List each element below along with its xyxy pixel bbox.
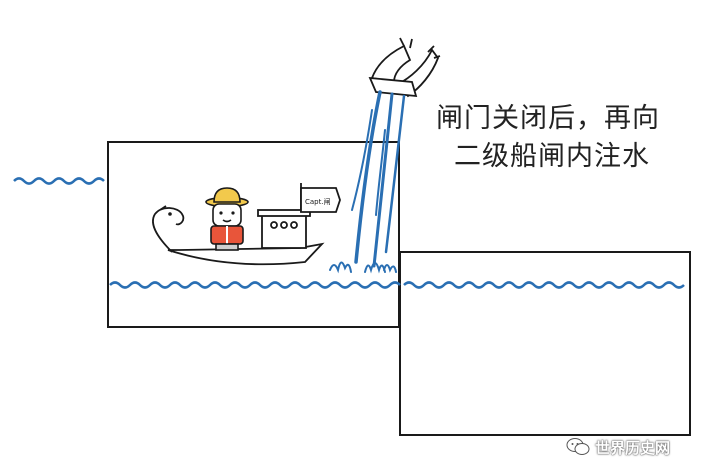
pouring-hands — [368, 37, 441, 98]
captain-head — [212, 203, 242, 227]
first-chamber-water-wave — [109, 281, 401, 289]
pouring-water-stream — [329, 90, 406, 274]
watermark: 世界历史网 — [566, 434, 670, 460]
outer-water-wave — [13, 177, 105, 185]
second-chamber-water-wave — [403, 281, 685, 289]
boat-hull — [167, 242, 325, 266]
captain-hat-crown — [213, 187, 241, 203]
wechat-icon — [566, 438, 590, 455]
caption-line-2: 二级船闸内注水 — [454, 141, 650, 172]
caption-line-1: 闸门关闭后，再向 — [436, 103, 660, 134]
second-lock-chamber — [399, 251, 691, 436]
first-lock-chamber — [107, 141, 400, 328]
dragon-eye — [168, 212, 172, 216]
water-splash — [329, 261, 397, 274]
dragon-prow — [152, 207, 185, 253]
boat — [152, 183, 341, 266]
boat-flag — [300, 187, 341, 213]
boat-cabin — [261, 214, 307, 249]
flag-label: Capt.闸 — [305, 198, 331, 206]
captain-figure — [205, 187, 249, 251]
caption: 闸门关闭后，再向 二级船闸内注水 — [436, 100, 686, 176]
watermark-text: 世界历史网 — [595, 438, 671, 457]
left-hand — [370, 44, 412, 84]
